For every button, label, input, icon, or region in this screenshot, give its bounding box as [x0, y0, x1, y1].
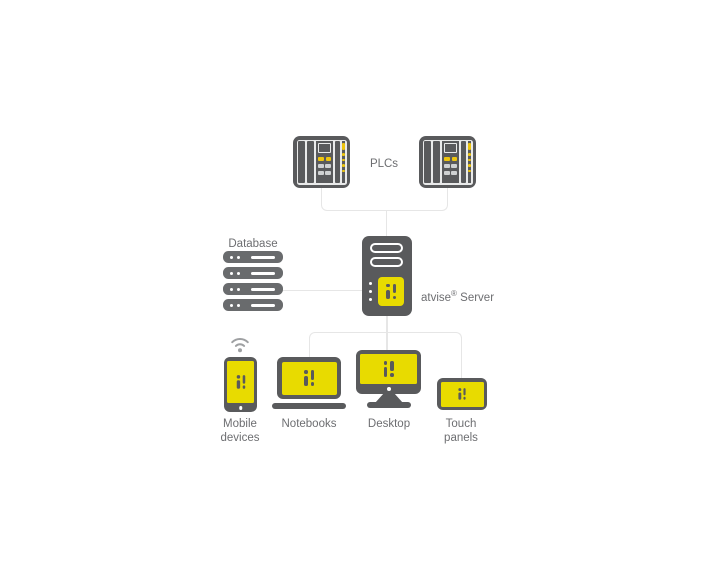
plc-icon: [293, 136, 350, 188]
tablet-icon: [437, 378, 487, 410]
server-drive-slot: [370, 243, 403, 253]
home-button: [238, 406, 243, 410]
monitor-power-dot: [386, 387, 391, 391]
connector-to-touch-panel: [460, 355, 462, 379]
mobile-devices-label: Mobile devices: [220, 418, 260, 445]
monitor-screen: [360, 354, 417, 384]
atvise-logo-icon: [304, 370, 314, 386]
touch-panels-label: Touch panels: [444, 418, 478, 445]
plcs-label: PLCs: [369, 158, 399, 170]
laptop-base: [272, 403, 346, 409]
laptop-screen: [281, 361, 337, 395]
atvise-logo-icon: [236, 375, 245, 389]
atvise-logo-icon: [383, 361, 394, 377]
database-label: Database: [228, 238, 278, 250]
plc-screen: [443, 142, 457, 153]
notebooks-label: Notebooks: [281, 418, 337, 430]
laptop-icon: [277, 357, 341, 399]
connector-plcs-branch: [321, 188, 448, 211]
server-label: atvise® Server: [421, 289, 495, 304]
plc-panel: [422, 139, 473, 185]
connector-database-to-server: [283, 289, 363, 291]
monitor-base: [367, 402, 411, 408]
plc-panel: [296, 139, 347, 185]
plc-icon: [419, 136, 476, 188]
plc-led-column: [467, 141, 471, 183]
database-rack-row: [223, 283, 283, 295]
atvise-logo-icon: [458, 388, 466, 400]
plc-led-column: [341, 141, 345, 183]
desktop-label: Desktop: [367, 418, 411, 430]
connector-server-to-desktop: [386, 315, 388, 351]
tablet-screen: [440, 381, 484, 407]
plc-screen: [317, 142, 331, 153]
database-rack-row: [223, 299, 283, 311]
server-drive-slot: [370, 257, 403, 267]
monitor-icon: [356, 350, 421, 394]
connector-clients-branch: [309, 332, 462, 357]
atvise-logo-icon: [378, 277, 404, 306]
connector-plcs-to-server: [385, 210, 387, 237]
database-rack-row: [223, 251, 283, 263]
server-icon: [362, 236, 412, 316]
database-rack-row: [223, 267, 283, 279]
smartphone-screen: [227, 361, 254, 403]
wifi-icon: [231, 338, 249, 353]
database-icon: [223, 251, 283, 315]
smartphone-icon: [224, 357, 257, 412]
monitor-stand: [375, 393, 403, 403]
